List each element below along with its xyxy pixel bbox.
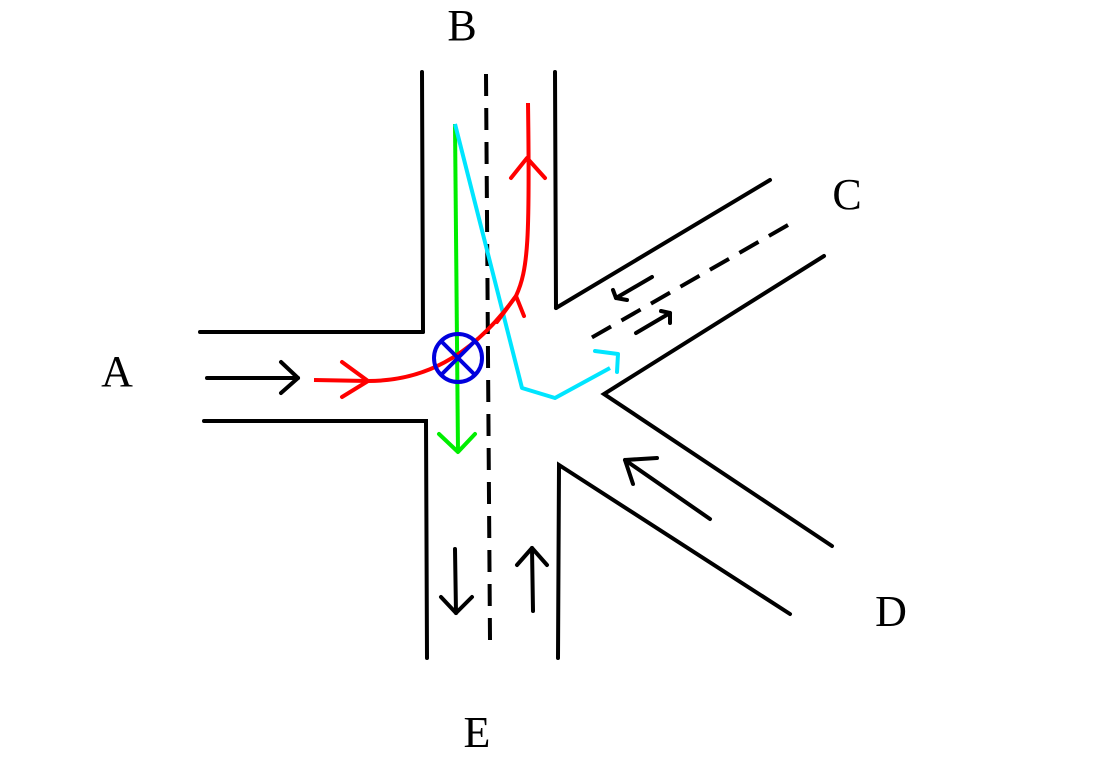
label-e: E xyxy=(464,708,491,757)
arrow-e-inbound xyxy=(515,546,549,613)
road-c-bottom-edge xyxy=(600,254,834,548)
green-path xyxy=(437,123,477,454)
label-a: A xyxy=(101,347,133,396)
road-a-bottom-edge xyxy=(202,419,429,660)
center-line-c xyxy=(583,223,789,344)
red-path xyxy=(313,102,547,399)
label-b: B xyxy=(447,1,476,50)
cyan-path xyxy=(453,123,620,400)
road-b-right-edge xyxy=(553,70,558,310)
center-line-b-e xyxy=(484,73,492,641)
conflict-point-marker xyxy=(432,332,484,384)
arrow-e-outbound xyxy=(439,547,474,615)
arrow-c-inbound xyxy=(634,309,672,335)
arrow-d-inbound xyxy=(623,456,712,521)
label-d: D xyxy=(875,587,907,636)
arrow-a-inbound xyxy=(205,360,300,395)
label-c: C xyxy=(832,170,861,219)
road-b-left-edge xyxy=(420,70,425,334)
road-d-bottom-edge xyxy=(556,461,792,660)
road-c-top-edge xyxy=(554,178,772,310)
arrow-c-outbound xyxy=(611,275,654,302)
